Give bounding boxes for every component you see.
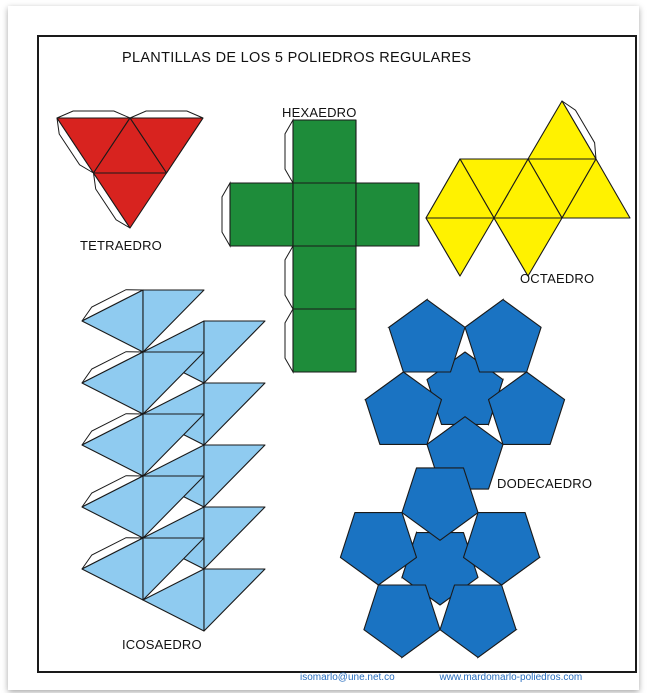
dodecahedron-face bbox=[464, 299, 542, 373]
dodecahedron-face bbox=[487, 371, 566, 445]
dodecahedron-face bbox=[364, 371, 443, 445]
octahedron-face bbox=[561, 158, 631, 219]
hexahedron-face bbox=[229, 182, 294, 247]
dodecahedron-face bbox=[388, 299, 466, 373]
icosahedron-face bbox=[142, 475, 205, 539]
glue-tab bbox=[129, 110, 204, 119]
icosahedron-face bbox=[142, 413, 205, 477]
glue-tab bbox=[284, 244, 294, 311]
dodecahedron-label: DODECAEDRO bbox=[497, 476, 593, 491]
dodecahedron-face bbox=[363, 584, 441, 658]
icosahedron-face bbox=[203, 568, 266, 632]
octahedron-label: OCTAEDRO bbox=[520, 271, 595, 286]
icosahedron-face bbox=[142, 351, 205, 415]
glue-tab bbox=[284, 307, 294, 374]
icosahedron-face bbox=[142, 289, 205, 353]
tetrahedron-face bbox=[92, 117, 168, 174]
dodecahedron-face bbox=[439, 584, 517, 658]
footer-credits: isomarlo@une.net.co www.mardomarlo-polie… bbox=[300, 672, 640, 688]
glue-tab bbox=[221, 181, 231, 248]
hexahedron-face bbox=[292, 308, 357, 373]
dodecahedron-face bbox=[401, 467, 479, 541]
dodecahedron-face bbox=[339, 512, 418, 586]
hexahedron-face bbox=[292, 119, 357, 184]
octahedron-net bbox=[425, 100, 631, 277]
tetrahedron-label: TETRAEDRO bbox=[80, 238, 162, 253]
footer-email[interactable]: isomarlo@une.net.co bbox=[300, 672, 395, 683]
octahedron-face bbox=[493, 217, 563, 277]
hexahedron-label: HEXAEDRO bbox=[282, 105, 357, 120]
dodecahedron-face bbox=[462, 512, 541, 586]
footer-website[interactable]: www.mardomarlo-poliedros.com bbox=[439, 672, 583, 683]
sheet-border bbox=[37, 35, 637, 673]
hexahedron-face bbox=[292, 182, 357, 247]
icosahedron-face bbox=[203, 320, 266, 384]
dodecahedron-net bbox=[339, 299, 566, 658]
hexahedron-face bbox=[355, 182, 420, 247]
page-title: PLANTILLAS DE LOS 5 POLIEDROS REGULARES bbox=[122, 50, 472, 66]
icosahedron-face bbox=[203, 506, 266, 570]
glue-tab bbox=[56, 110, 131, 119]
tetrahedron-net bbox=[56, 117, 204, 229]
icosahedron-face bbox=[203, 444, 266, 508]
icosahedron-net bbox=[81, 289, 266, 632]
hexahedron-face bbox=[292, 245, 357, 310]
icosahedron-label: ICOSAEDRO bbox=[122, 637, 202, 652]
icosahedron-face bbox=[203, 382, 266, 446]
hexahedron-net bbox=[229, 119, 420, 373]
icosahedron-face bbox=[142, 537, 205, 601]
octahedron-face bbox=[425, 217, 495, 277]
glue-tab bbox=[284, 118, 294, 185]
